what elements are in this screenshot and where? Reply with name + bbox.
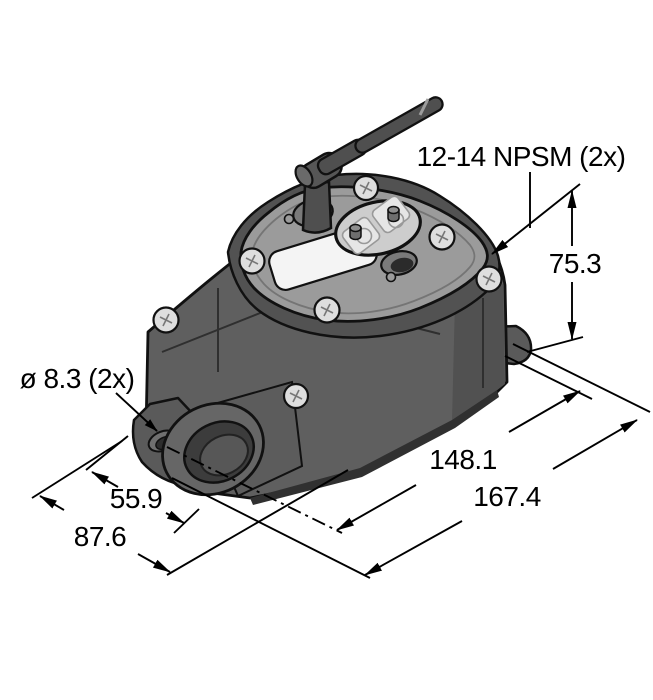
dim-overall-width-label: 87.6 [73,521,127,552]
ext-left-167 [171,477,371,579]
dim-167-right [552,419,638,470]
screw [152,306,180,334]
screw [475,265,503,293]
dimension-lines [31,172,651,579]
dim-height-label: 75.3 [548,248,602,279]
ext-right-167 [512,343,651,413]
dim-148-left [336,484,417,531]
ext-right-55 [173,508,200,534]
dim-148-right [508,390,581,433]
vent-hole-small-2 [385,271,397,283]
bottom-edge-shade [250,390,499,505]
screw [352,174,380,202]
hole-dia-leader [115,392,158,432]
centerline-left-hole [166,446,343,534]
dim-75-bottom-ref [526,336,584,353]
device-body-group [131,96,533,505]
conduit-boss [161,380,304,498]
vent-hole-small-1 [283,213,295,225]
ext-right-148 [504,355,593,400]
lid-screws [152,174,503,410]
ext-left-87 [31,440,123,499]
screw [313,296,341,324]
right-face-shade [452,284,505,421]
dim-55-right [165,510,185,524]
dim-overall-length-label: 167.4 [473,481,541,512]
antenna [294,96,444,234]
dim-87-right [137,553,171,573]
dim-hole-diameter-label: ø 8.3 (2x) [19,363,135,394]
dim-front-width-label: 55.9 [109,483,163,514]
screw [238,247,266,275]
antenna-mount-post [301,180,333,234]
ext-right-87 [166,469,349,576]
dim-thread-spec-label: 12-14 NPSM (2x) [416,141,626,172]
display-bezel [334,195,422,257]
antenna-tip-band [418,98,430,116]
screw [428,223,456,251]
screw [282,382,310,410]
dim-87-left [39,495,65,511]
bezel-pegs [349,205,400,241]
dim-hole-spacing-label: 148.1 [429,444,497,475]
conduit-bore-inner [199,433,249,477]
npsm-leader-arrow [491,183,581,255]
dim-167-left [364,520,463,576]
dim-55-left [91,471,119,488]
